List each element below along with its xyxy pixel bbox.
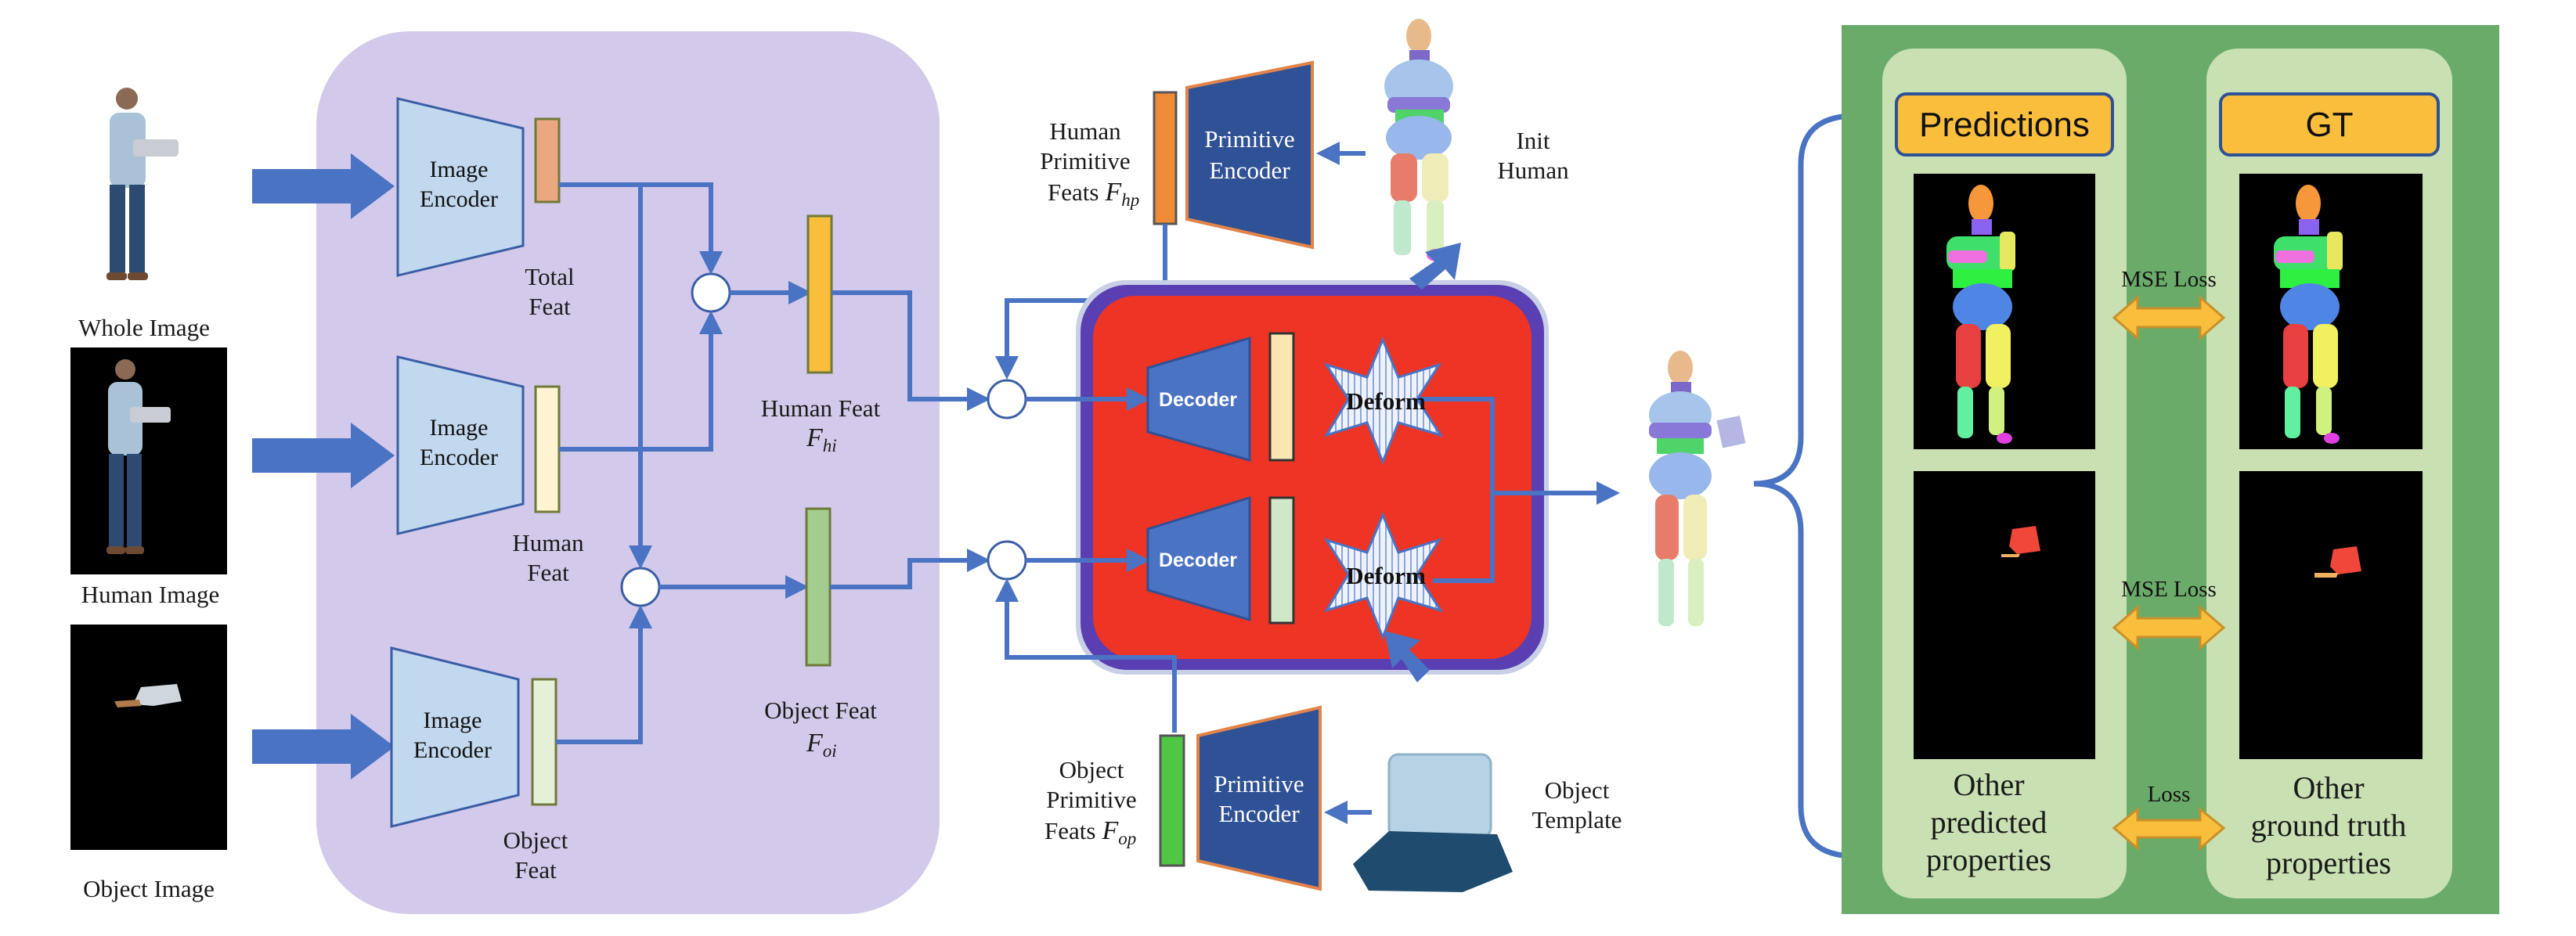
object-primitive-label: Object [1059, 756, 1124, 783]
svg-text:Feat: Feat [514, 856, 557, 884]
loss-label-3: Loss [2148, 782, 2191, 807]
svg-text:Primitive: Primitive [1204, 125, 1294, 153]
decoder-object-feat [1268, 496, 1295, 625]
deform-human: Deform [1323, 337, 1444, 466]
object-template-label: Object [1545, 776, 1610, 804]
gt-tag [2219, 92, 2440, 157]
loss-arrow-3 [2112, 806, 2226, 851]
svg-text:Deform: Deform [1346, 387, 1426, 415]
svg-text:Encoder: Encoder [420, 186, 498, 212]
svg-text:Predictions: Predictions [1919, 106, 2090, 144]
human-feat-fused-label: Human Feat [761, 394, 881, 422]
svg-text:Feat: Feat [529, 293, 571, 320]
other-predicted-properties: Other [1953, 767, 2024, 802]
svg-text:Primitive: Primitive [1040, 147, 1130, 175]
total-feat-label: Total [525, 263, 574, 290]
svg-text:Template: Template [1532, 806, 1622, 833]
decoder-human-feat [1268, 332, 1295, 462]
svg-text:Primitive: Primitive [1046, 786, 1136, 813]
image-encoder-2: Image Encoder [396, 355, 525, 535]
predictions-tag [1895, 92, 2114, 157]
decoder-box [1093, 296, 1532, 659]
human-image-thumbnail [70, 347, 227, 574]
fused-to-decoder-connectors [830, 290, 990, 589]
svg-text:Deform: Deform [1346, 562, 1426, 589]
svg-text:Decoder: Decoder [1159, 549, 1237, 571]
template-arrows [1384, 243, 1461, 682]
svg-text:Human: Human [1497, 157, 1569, 184]
svg-text:Feat: Feat [527, 559, 569, 586]
object-primitive-encoder: Primitive Encoder [1196, 705, 1322, 891]
human-primitive-encoder: Primitive Encoder [1185, 60, 1314, 250]
svg-text:Image: Image [424, 707, 482, 733]
merge-node-object [987, 540, 1027, 581]
whole-image-label: Whole Image [78, 314, 210, 341]
object-feat-fused-bar [805, 507, 832, 667]
svg-text:ground truth: ground truth [2251, 808, 2407, 843]
human-primitive-label: Human [1049, 117, 1121, 145]
object-feat-bar [531, 678, 557, 806]
human-image-label: Human Image [81, 581, 219, 608]
image-encoder-1: Image Encoder [396, 97, 525, 277]
svg-text:Encoder: Encoder [1209, 157, 1290, 184]
pred-render-figure [1946, 185, 2015, 444]
mse-loss-arrow-2 [2112, 604, 2226, 651]
object-image-thumbnail [70, 625, 227, 850]
svg-text:Encoder: Encoder [1218, 800, 1300, 827]
human-feat-label: Human [512, 529, 584, 556]
svg-text:properties: properties [2266, 845, 2391, 880]
object-image-label: Object Image [83, 875, 215, 902]
mse-loss-label-1: MSE Loss [2121, 267, 2217, 292]
object-feat-fused-label: Object Feat [764, 697, 877, 724]
init-human-mesh [1384, 19, 1453, 261]
svg-text:predicted: predicted [1931, 805, 2047, 840]
decoder-connectors [1026, 387, 1620, 583]
bottom-connectors [995, 578, 1372, 824]
pred-object-render [1914, 471, 2095, 759]
svg-text:Primitive: Primitive [1214, 770, 1304, 797]
svg-text:Encoder: Encoder [413, 737, 492, 763]
merge-node-human [987, 379, 1027, 419]
human-figure [106, 359, 171, 554]
object-primitive-feat-bar [1159, 734, 1185, 867]
svg-text:Fhi: Fhi [806, 423, 837, 455]
total-feat-bar [534, 117, 561, 203]
output-brace [1753, 113, 1856, 859]
gt-render-figure [2274, 185, 2343, 444]
laptop-shape [133, 684, 182, 706]
human-feat-bar [534, 385, 561, 513]
human-feat-fused-bar [806, 214, 833, 374]
object-feat-label: Object [503, 826, 568, 854]
image-encoder-3: Image Encoder [390, 646, 520, 828]
svg-text:Image: Image [430, 157, 489, 182]
panel-connectors [556, 182, 812, 744]
whole-image-thumbnail [106, 88, 179, 280]
svg-text:GT: GT [2305, 106, 2353, 144]
decoder-human: Decoder [1146, 336, 1251, 462]
input-arrows [252, 153, 395, 779]
mse-loss-label-2: MSE Loss [2121, 577, 2217, 602]
fusion-node-human [691, 272, 731, 313]
init-human-label: Init [1516, 127, 1550, 154]
mse-loss-arrow-1 [2112, 294, 2226, 341]
output-mesh [1649, 351, 1746, 626]
svg-text:Decoder: Decoder [1159, 389, 1237, 411]
svg-text:properties: properties [1926, 842, 2051, 877]
object-template-mesh [1353, 753, 1513, 892]
other-gt-properties: Other [2293, 770, 2364, 805]
decoder-object: Decoder [1146, 495, 1251, 622]
svg-text:Image: Image [430, 415, 489, 441]
gt-object-render [2239, 471, 2423, 759]
deform-object: Deform [1323, 512, 1444, 641]
svg-text:Encoder: Encoder [420, 445, 498, 470]
human-primitive-feat-bar [1153, 91, 1178, 225]
fusion-node-object [620, 567, 661, 607]
svg-text:Foi: Foi [806, 729, 837, 761]
